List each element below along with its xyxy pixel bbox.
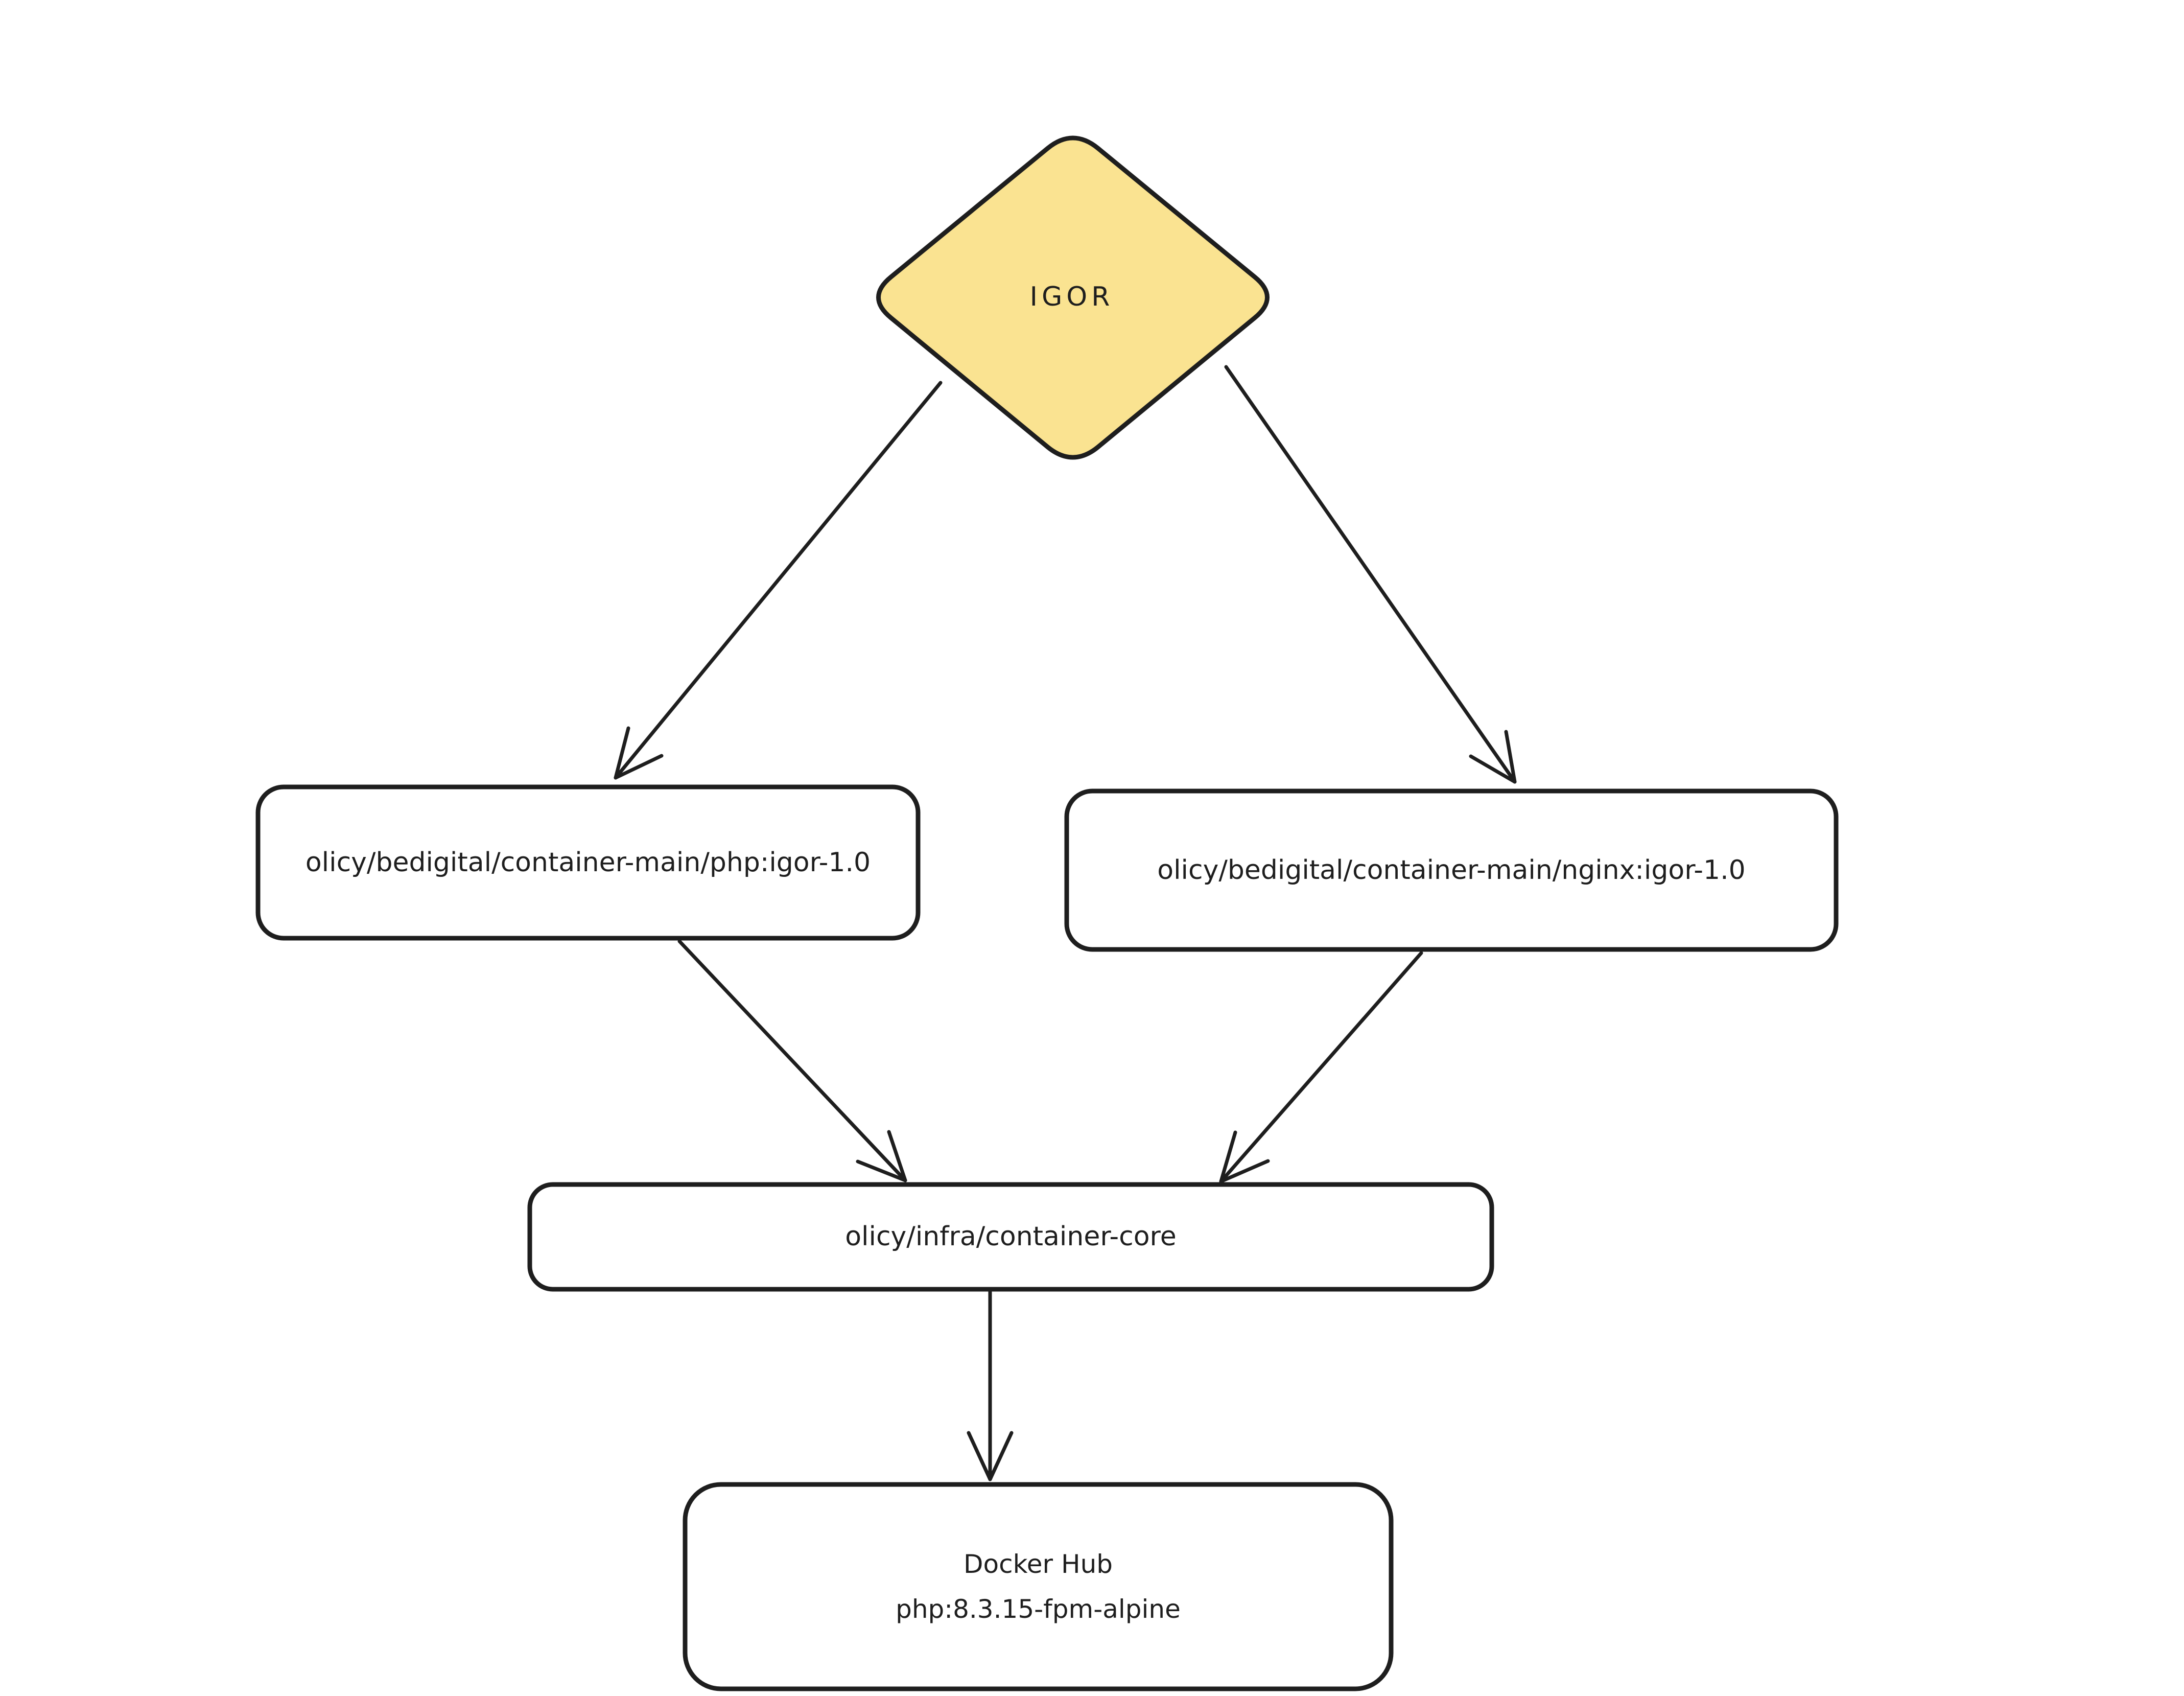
arrow-igor-to-nginx-line — [1224, 365, 1517, 784]
arrow-igor-to-nginx-head — [1469, 730, 1517, 784]
container-core-node-shape[interactable] — [527, 1182, 1494, 1292]
arrow-igor-to-php[interactable] — [614, 381, 943, 780]
arrow-core-to-dockerhub-head — [967, 1431, 1014, 1481]
arrow-nginx-to-core-line — [1219, 951, 1423, 1183]
arrow-php-to-core-head — [856, 1130, 907, 1182]
php-image-node-shape[interactable] — [255, 784, 921, 941]
arrow-php-to-core[interactable] — [677, 939, 907, 1182]
arrow-core-to-dockerhub[interactable] — [967, 1288, 1014, 1481]
arrow-igor-to-nginx[interactable] — [1224, 365, 1517, 784]
igor-diamond-shape[interactable] — [876, 135, 1270, 460]
arrow-nginx-to-core-head — [1219, 1130, 1270, 1183]
arrow-php-to-core-line — [677, 939, 907, 1182]
arrow-igor-to-php-head — [614, 726, 664, 780]
arrow-nginx-to-core[interactable] — [1219, 951, 1423, 1183]
nginx-image-node-shape[interactable] — [1064, 788, 1839, 952]
docker-hub-node-shape[interactable] — [683, 1482, 1394, 1691]
arrow-igor-to-php-line — [614, 381, 943, 780]
